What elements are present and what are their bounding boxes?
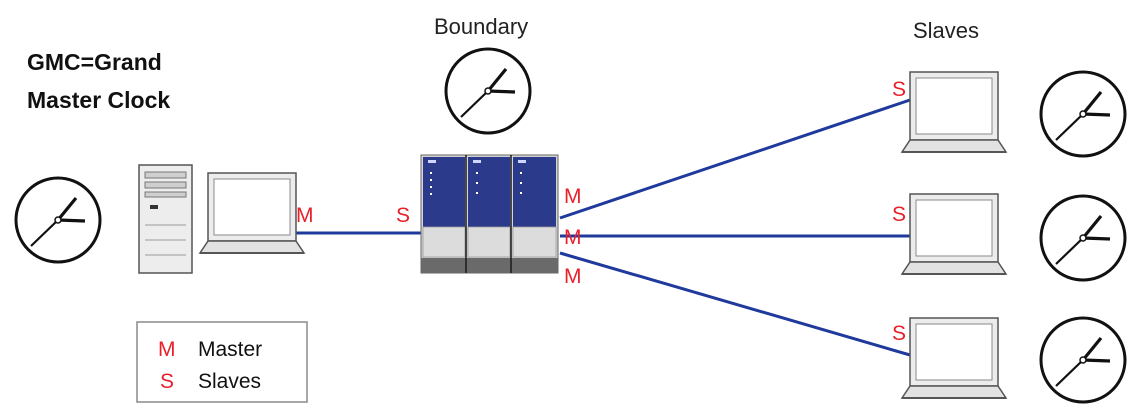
legend-text-master: Master xyxy=(198,338,262,361)
slaves-label: Slaves xyxy=(913,18,979,43)
port-tag-boundary-master-1: M xyxy=(564,185,582,208)
laptop-icon xyxy=(901,193,1007,275)
port-tag-slave-2: S xyxy=(892,203,906,226)
port-tag-boundary-master-2: M xyxy=(564,226,582,249)
laptop-icon xyxy=(901,71,1007,153)
laptop-icon xyxy=(199,172,305,254)
port-tag-gmc-master: M xyxy=(296,204,314,227)
gmc-label-line1: GMC=Grand xyxy=(27,49,162,75)
clock-icon xyxy=(1039,316,1127,404)
clock-icon xyxy=(1039,70,1127,158)
port-tag-slave-3: S xyxy=(892,322,906,345)
boundary-switch-icon xyxy=(420,154,559,274)
port-tag-slave-1: S xyxy=(892,78,906,101)
clock-icon xyxy=(14,176,102,264)
link-boundary-to-slave-1 xyxy=(559,98,911,220)
boundary-label: Boundary xyxy=(434,14,528,39)
network-links xyxy=(292,98,911,357)
gmc-label-line2: Master Clock xyxy=(27,87,170,113)
clock-icon xyxy=(444,47,532,135)
server-tower-icon xyxy=(138,164,193,274)
legend: M Master S Slaves xyxy=(136,321,308,403)
link-boundary-to-slave-3 xyxy=(559,251,911,357)
clock-icon xyxy=(1039,194,1127,282)
laptop-icon xyxy=(901,317,1007,399)
legend-symbol-slaves: S xyxy=(160,370,174,393)
legend-symbol-master: M xyxy=(158,338,176,361)
legend-text-slaves: Slaves xyxy=(198,370,261,393)
port-tag-boundary-slave: S xyxy=(396,204,410,227)
port-tag-boundary-master-3: M xyxy=(564,265,582,288)
